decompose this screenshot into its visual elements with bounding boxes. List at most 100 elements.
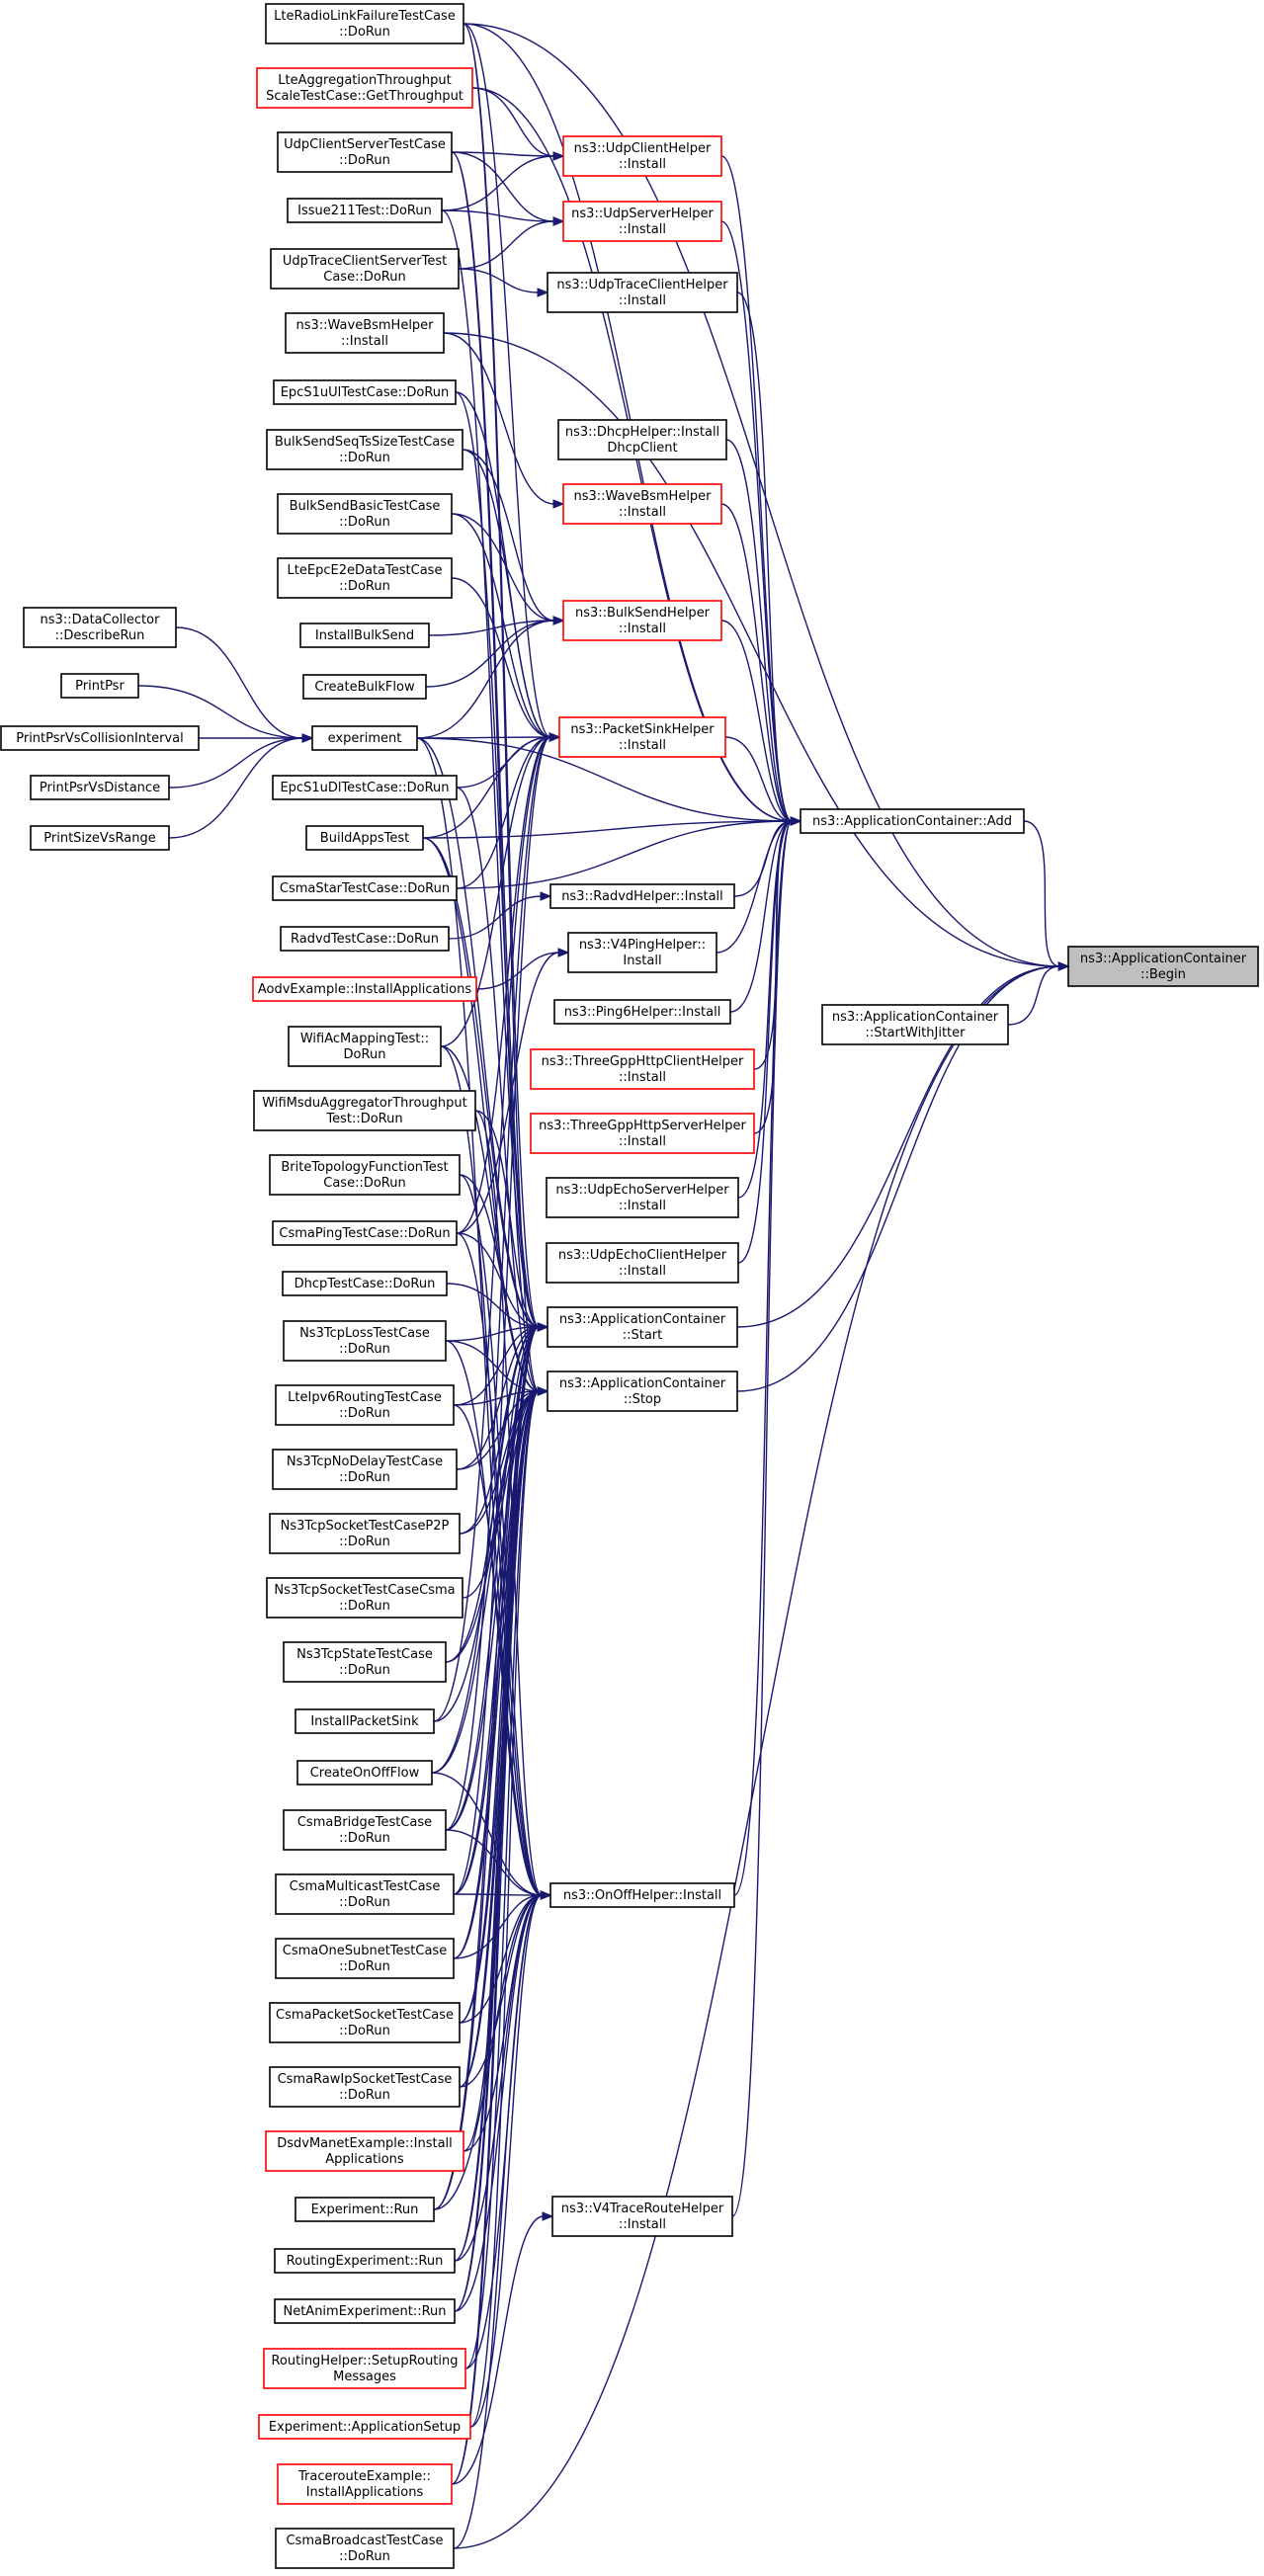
node-ns3tcploss[interactable]: Ns3TcpLossTestCase::DoRun (283, 1320, 447, 1362)
node-bulksendseq[interactable]: BulkSendSeqTsSizeTestCase::DoRun (266, 429, 463, 470)
node-wavebsmhelper1[interactable]: ns3::WaveBsmHelper::Install (285, 312, 445, 354)
call-edge-createonoffflow-to-appstart (431, 1326, 540, 1774)
node-printpsrcollision[interactable]: PrintPsrVsCollisionInterval (0, 725, 200, 751)
node-onoffhelper[interactable]: ns3::OnOffHelper::Install (549, 1882, 735, 1908)
node-tracerouteexample[interactable]: TracerouteExample::InstallApplications (277, 2463, 453, 2505)
node-createonoffflow[interactable]: CreateOnOffFlow (296, 1760, 433, 1786)
node-box (295, 1708, 435, 1734)
node-udpclienthelper[interactable]: ns3::UdpClientHelper::Install (562, 135, 722, 177)
node-begin[interactable]: ns3::ApplicationContainer::Begin (1067, 946, 1259, 987)
node-label: CsmaMulticastTestCase (290, 1879, 441, 1894)
node-epcs1uul[interactable]: EpcS1uUlTestCase::DoRun (273, 379, 457, 405)
node-appstop[interactable]: ns3::ApplicationContainer::Stop (547, 1371, 738, 1412)
node-ns3tcpsocketcsma[interactable]: Ns3TcpSocketTestCaseCsma::DoRun (266, 1577, 463, 1619)
node-ping6helper[interactable]: ns3::Ping6Helper::Install (553, 999, 731, 1025)
call-edge-createonoffflow-to-onoffhelper (431, 1772, 543, 1896)
arrowhead-icon (537, 1386, 549, 1396)
call-edge-v4pinghelper-to-add (716, 820, 793, 954)
node-experimentrun[interactable]: Experiment::Run (295, 2197, 435, 2222)
node-add[interactable]: ns3::ApplicationContainer::Add (800, 808, 1025, 834)
node-label: CsmaPacketSocketTestCase (276, 2008, 454, 2023)
node-lteradiolink[interactable]: LteRadioLinkFailureTestCase::DoRun (265, 3, 464, 44)
node-csmapacketsocket[interactable]: CsmaPacketSocketTestCase::DoRun (269, 2002, 461, 2043)
node-csmaping[interactable]: CsmaPingTestCase::DoRun (272, 1220, 458, 1246)
call-edge-datacollector-to-experiment (175, 626, 304, 739)
node-experimentappsetup[interactable]: Experiment::ApplicationSetup (258, 2414, 471, 2440)
node-issue211[interactable]: Issue211Test::DoRun (287, 198, 443, 223)
node-printsizerange[interactable]: PrintSizeVsRange (30, 825, 170, 851)
node-buildappstest[interactable]: BuildAppsTest (305, 825, 424, 851)
node-label: EpcS1uUlTestCase::DoRun (281, 385, 450, 400)
node-bulksendbasic[interactable]: BulkSendBasicTestCase::DoRun (277, 493, 453, 535)
node-experiment[interactable]: experiment (311, 725, 418, 751)
node-lteepce2e[interactable]: LteEpcE2eDataTestCase::DoRun (277, 557, 453, 599)
node-installpacketsink[interactable]: InstallPacketSink (295, 1708, 435, 1734)
node-v4pinghelper[interactable]: ns3::V4PingHelper::Install (567, 932, 717, 973)
node-v4traceroute[interactable]: ns3::V4TraceRouteHelper::Install (551, 2196, 733, 2237)
node-packetsinkhelper[interactable]: ns3::PacketSinkHelper::Install (558, 716, 726, 758)
node-label: CreateBulkFlow (314, 680, 415, 695)
node-box (546, 1177, 739, 1218)
node-box (272, 1449, 458, 1490)
node-label: PrintPsrVsCollisionInterval (16, 731, 184, 746)
node-lteipv6routing[interactable]: LteIpv6RoutingTestCase::DoRun (275, 1384, 455, 1426)
node-udpclientserver[interactable]: UdpClientServerTestCase::DoRun (277, 131, 453, 173)
node-createbulkflow[interactable]: CreateBulkFlow (302, 674, 427, 700)
node-printpsr[interactable]: PrintPsr (60, 673, 139, 699)
node-box (277, 493, 453, 535)
node-datacollector[interactable]: ns3::DataCollector::DescribeRun (23, 607, 177, 648)
node-label: ::Install (619, 1199, 666, 1213)
node-ns3tcpstate[interactable]: Ns3TcpStateTestCase::DoRun (283, 1641, 447, 1683)
node-dsdvmanet[interactable]: DsdvManetExample::InstallApplications (265, 2130, 464, 2172)
node-ns3tcpsocketp2p[interactable]: Ns3TcpSocketTestCaseP2P::DoRun (269, 1513, 461, 1554)
node-csmabridge[interactable]: CsmaBridgeTestCase::DoRun (283, 1809, 447, 1851)
node-label: CreateOnOffFlow (310, 1766, 420, 1781)
node-label: ::Install (619, 2217, 666, 2232)
node-udpserverhelper[interactable]: ns3::UdpServerHelper::Install (562, 201, 722, 242)
node-label: ::Install (619, 157, 666, 172)
node-aodvexample[interactable]: AodvExample::InstallApplications (252, 976, 477, 1002)
node-threegppserver[interactable]: ns3::ThreeGppHttpServerHelper::Install (530, 1113, 755, 1154)
node-csmarawip[interactable]: CsmaRawIpSocketTestCase::DoRun (269, 2066, 461, 2108)
node-bulksendhelper[interactable]: ns3::BulkSendHelper::Install (562, 600, 722, 641)
node-udptraceclienthelper[interactable]: ns3::UdpTraceClientHelper::Install (547, 272, 738, 313)
node-netanim[interactable]: NetAnimExperiment::Run (274, 2298, 456, 2324)
node-wavebsmhelper2[interactable]: ns3::WaveBsmHelper::Install (562, 483, 722, 525)
node-csmabroadcast[interactable]: CsmaBroadcastTestCase::DoRun (275, 2528, 455, 2569)
node-udpechoserver[interactable]: ns3::UdpEchoServerHelper::Install (546, 1177, 739, 1218)
node-ns3tcpnodelay[interactable]: Ns3TcpNoDelayTestCase::DoRun (272, 1449, 458, 1490)
node-startwithjitter[interactable]: ns3::ApplicationContainer::StartWithJitt… (821, 1004, 1009, 1045)
node-radvdhelper[interactable]: ns3::RadvdHelper::Install (549, 883, 735, 909)
node-label: ScaleTestCase::GetThroughput (266, 89, 463, 104)
node-epcs1udl[interactable]: EpcS1uDlTestCase::DoRun (272, 775, 458, 800)
node-lteaggregation[interactable]: LteAggregationThroughputScaleTestCase::G… (256, 67, 473, 109)
node-radvdtest[interactable]: RadvdTestCase::DoRun (280, 926, 450, 952)
node-label: ns3::Ping6Helper::Install (564, 1005, 721, 1020)
node-threegppclient[interactable]: ns3::ThreeGppHttpClientHelper::Install (530, 1048, 755, 1090)
node-label: Test::DoRun (325, 1112, 402, 1126)
node-udpechoclient[interactable]: ns3::UdpEchoClientHelper::Install (546, 1242, 739, 1284)
node-dhcptest[interactable]: DhcpTestCase::DoRun (282, 1271, 448, 1296)
node-csmamulticast[interactable]: CsmaMulticastTestCase::DoRun (275, 1873, 455, 1915)
node-printpsrdistance[interactable]: PrintPsrVsDistance (30, 775, 170, 800)
node-label: ::Install (341, 334, 388, 349)
node-label: ::DoRun (339, 1895, 390, 1910)
node-label: ns3::RadvdHelper::Install (561, 889, 723, 904)
node-box (562, 483, 722, 525)
node-box (562, 201, 722, 242)
node-csmastar[interactable]: CsmaStarTestCase::DoRun (272, 875, 458, 901)
node-appstart[interactable]: ns3::ApplicationContainer::Start (547, 1306, 738, 1348)
node-label: BulkSendBasicTestCase (290, 499, 441, 514)
node-box (283, 1809, 447, 1851)
node-wifiacmapping[interactable]: WifiAcMappingTest::DoRun (288, 1026, 442, 1067)
node-csmaonesubnet[interactable]: CsmaOneSubnetTestCase::DoRun (275, 1938, 455, 1979)
node-label: NetAnimExperiment::Run (283, 2304, 446, 2319)
call-edge-startwithjitter-to-begin (1007, 965, 1060, 1026)
node-routingexperiment[interactable]: RoutingExperiment::Run (274, 2248, 456, 2274)
node-installbulksend[interactable]: InstallBulkSend (299, 623, 430, 648)
